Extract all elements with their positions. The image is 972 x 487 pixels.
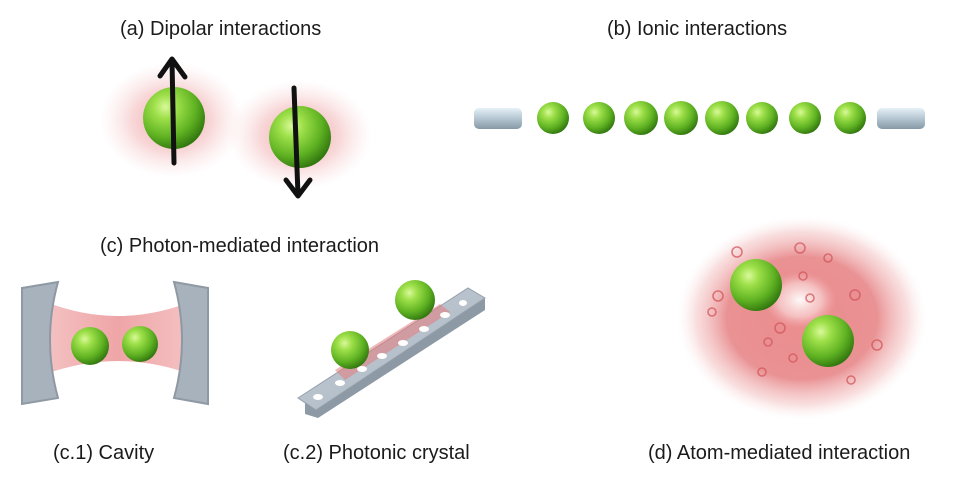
label-cavity: (c.1) Cavity bbox=[53, 442, 155, 464]
mediated-atom-lower bbox=[802, 315, 854, 367]
ion bbox=[583, 102, 615, 134]
ionic-panel bbox=[474, 101, 925, 135]
ion bbox=[789, 102, 821, 134]
label-dipolar: (a) Dipolar interactions bbox=[120, 18, 322, 40]
bath-particles bbox=[707, 242, 883, 385]
ion bbox=[746, 102, 778, 134]
cavity-atom-right bbox=[122, 326, 158, 362]
cavity-panel bbox=[21, 280, 209, 406]
label-photon: (c) Photon-mediated interaction bbox=[100, 235, 380, 257]
cavity-atom-left bbox=[71, 327, 109, 365]
atom-mediated-panel bbox=[677, 216, 927, 420]
ion bbox=[834, 102, 866, 134]
bath-clearing bbox=[764, 272, 836, 328]
label-atom-mediated: (d) Atom-mediated interaction bbox=[648, 442, 911, 464]
arrow-up-icon bbox=[157, 56, 188, 166]
label-crystal: (c.2) Photonic crystal bbox=[283, 442, 470, 464]
label-ionic: (b) Ionic interactions bbox=[607, 18, 788, 40]
photonic-crystal-panel bbox=[297, 280, 486, 418]
cavity-mirror-right bbox=[172, 280, 209, 406]
crystal-atom-upper bbox=[395, 280, 435, 320]
ion bbox=[664, 101, 698, 135]
ion-trap-electrode-left bbox=[474, 108, 522, 129]
ion bbox=[705, 101, 739, 135]
mediated-atom-upper bbox=[730, 259, 782, 311]
crystal-atom-lower bbox=[331, 331, 369, 369]
cavity-mirror-left bbox=[21, 280, 60, 406]
arrow-down-icon bbox=[283, 85, 313, 199]
dipolar-panel bbox=[100, 56, 372, 199]
crystal-holes bbox=[313, 300, 467, 400]
ion bbox=[624, 101, 658, 135]
cavity-beam bbox=[46, 302, 190, 374]
ion bbox=[537, 102, 569, 134]
dipole-atom-right bbox=[269, 106, 331, 168]
ion-trap-electrode-right bbox=[877, 108, 925, 129]
